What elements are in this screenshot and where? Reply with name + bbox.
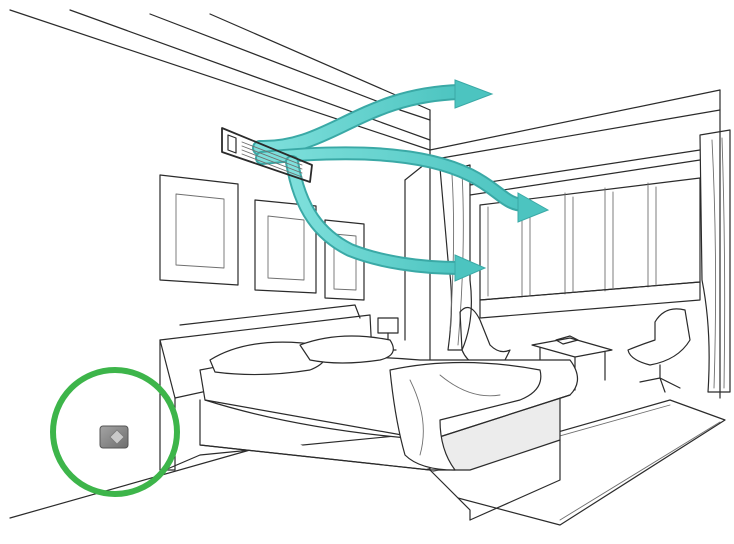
armchair-right [628,309,690,392]
window [470,150,700,318]
wall-control-panel-icon [100,426,128,448]
curtain-right [700,130,730,392]
wall-picture-left [160,175,238,285]
bed [160,305,578,520]
